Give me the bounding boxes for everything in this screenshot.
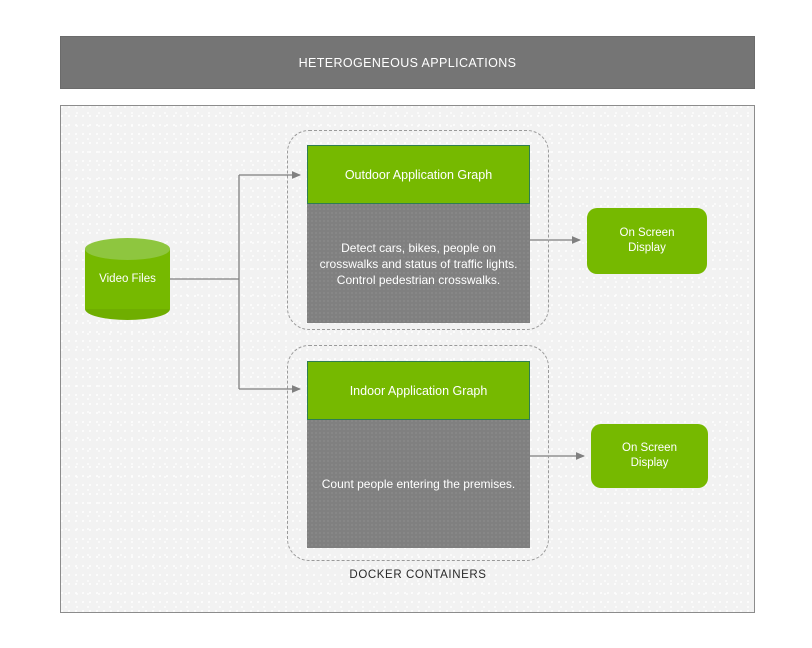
docker-container-outdoor	[287, 130, 549, 330]
osd-box-indoor-label: On Screen Display	[622, 442, 677, 469]
app-card-outdoor[interactable]: Outdoor Application Graph Detect cars, b…	[307, 145, 530, 323]
app-card-indoor-description: Count people entering the premises.	[321, 477, 516, 491]
app-card-outdoor-description: Detect cars, bikes, people on crosswalks…	[319, 240, 518, 287]
docker-containers-label: DOCKER CONTAINERS	[349, 569, 487, 581]
video-files-node[interactable]: Video Files	[85, 238, 170, 320]
page-title: HETEROGENEOUS APPLICATIONS	[298, 55, 517, 70]
app-card-indoor-body: Count people entering the premises.	[307, 420, 530, 548]
cylinder-top-icon	[85, 238, 170, 260]
osd-box-indoor[interactable]: On Screen Display	[591, 424, 708, 488]
app-card-outdoor-body: Detect cars, bikes, people on crosswalks…	[307, 204, 530, 323]
header-bar: HETEROGENEOUS APPLICATIONS	[60, 36, 755, 89]
app-card-indoor[interactable]: Indoor Application Graph Count people en…	[307, 361, 530, 548]
osd-box-outdoor-label: On Screen Display	[619, 227, 675, 254]
video-files-label: Video Files	[99, 273, 156, 285]
osd-box-outdoor[interactable]: On Screen Display	[587, 208, 707, 274]
app-card-outdoor-title: Outdoor Application Graph	[307, 145, 530, 204]
docker-container-indoor	[287, 345, 549, 561]
app-card-indoor-title: Indoor Application Graph	[307, 361, 530, 420]
